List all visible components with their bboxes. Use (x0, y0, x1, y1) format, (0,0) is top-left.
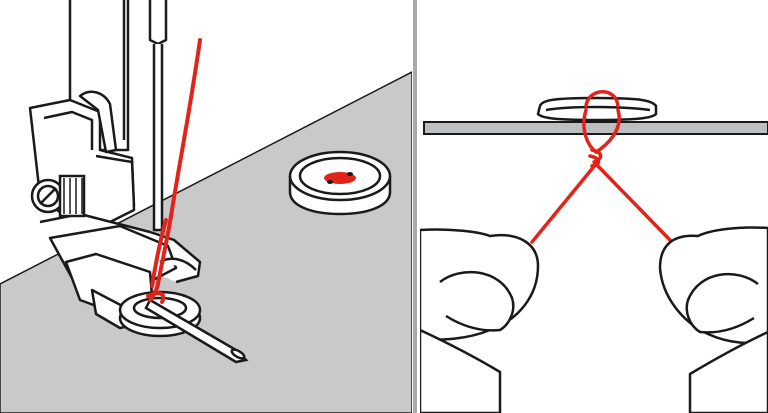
thread (146, 38, 202, 304)
thread-tying-illustration (420, 0, 768, 413)
right-hand (658, 226, 768, 413)
panel-divider (413, 0, 417, 413)
thread-knot (530, 90, 672, 244)
needle-clamp (148, 0, 168, 232)
fabric-edge (423, 121, 768, 135)
hand-needle (144, 298, 249, 364)
thread-tying-svg (420, 90, 768, 413)
button-sewing-svg (0, 0, 412, 413)
left-hand (420, 228, 540, 413)
loose-button (288, 150, 392, 216)
adjustment-screw (30, 174, 86, 218)
button-side-view (536, 96, 658, 122)
button-sewing-illustration (0, 0, 412, 413)
